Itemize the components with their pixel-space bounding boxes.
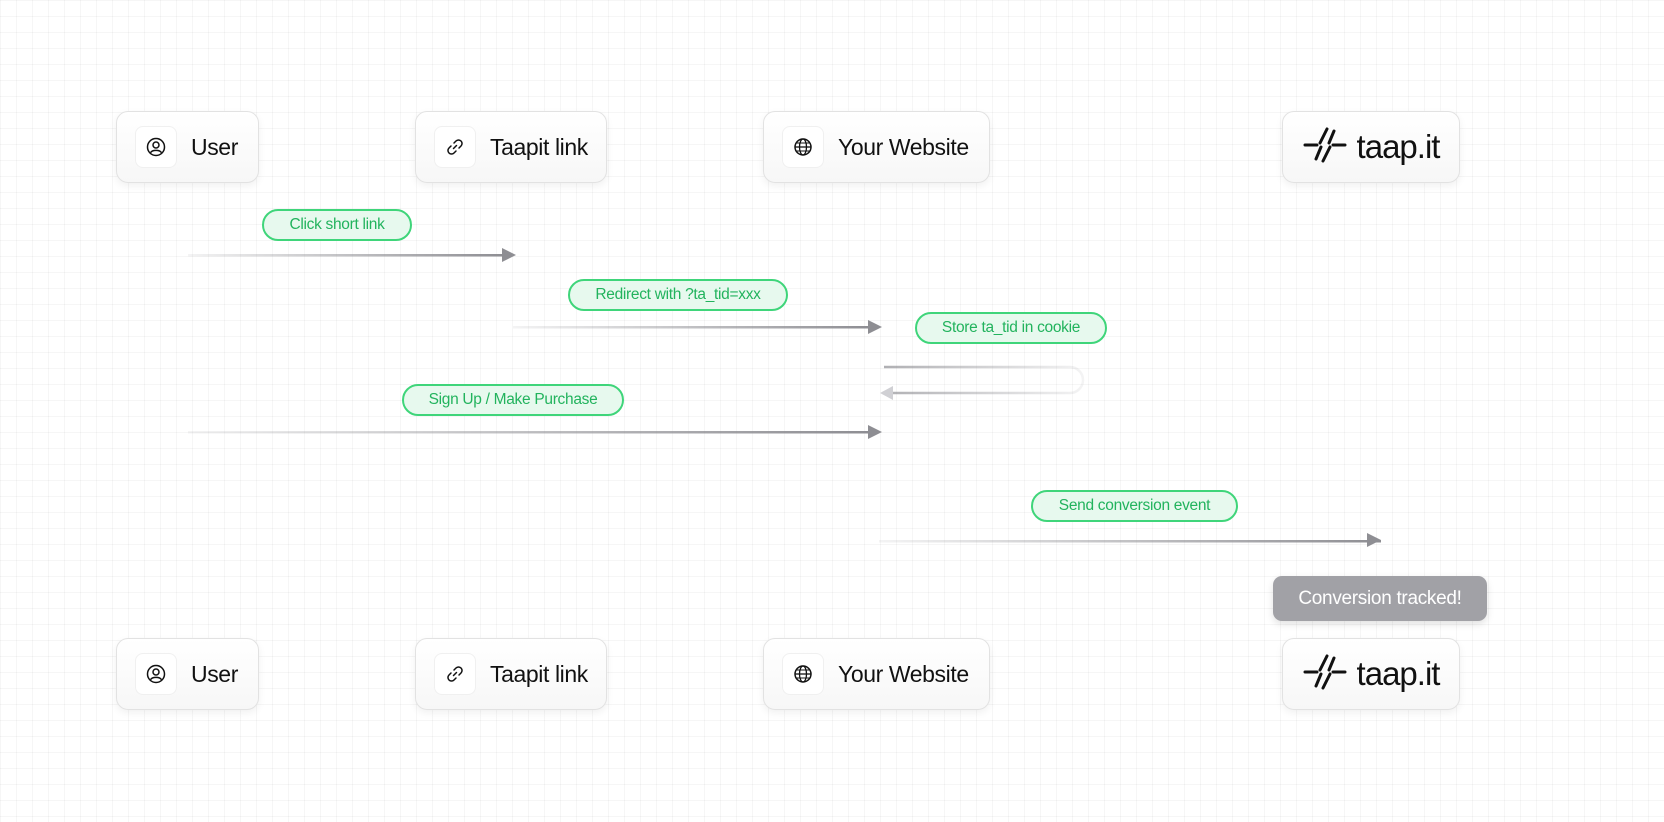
participant-label: Taapit link — [490, 133, 588, 160]
user-icon — [135, 126, 177, 168]
participant-label: User — [191, 133, 238, 160]
message-label-store-cookie: Store ta_tid in cookie — [915, 312, 1107, 344]
user-icon — [135, 653, 177, 695]
participant-taapit-link-top: Taapit link — [415, 111, 607, 183]
participant-taapit-bottom: taap.it — [1282, 638, 1460, 710]
participant-label: taap.it — [1356, 128, 1441, 165]
link-icon — [434, 126, 476, 168]
participant-label: Your Website — [838, 660, 969, 687]
participant-taapit-top: taap.it — [1282, 111, 1460, 183]
participant-label: User — [191, 660, 238, 687]
participant-label: Taapit link — [490, 660, 588, 687]
conversion-tracked-badge: Conversion tracked! — [1273, 576, 1487, 621]
arrow-store-cookie-loop — [880, 365, 1085, 400]
taapit-logo-icon — [1303, 653, 1347, 696]
arrow-click-short-link — [188, 248, 516, 262]
message-label-sign-up-purchase: Sign Up / Make Purchase — [402, 384, 624, 416]
arrow-redirect — [513, 320, 882, 334]
link-icon — [434, 653, 476, 695]
participant-taapit-link-bottom: Taapit link — [415, 638, 607, 710]
participant-your-website-bottom: Your Website — [763, 638, 990, 710]
arrow-send-conversion-event — [879, 533, 1381, 547]
globe-icon — [782, 126, 824, 168]
participant-user-top: User — [116, 111, 259, 183]
message-label-send-conversion-event: Send conversion event — [1031, 490, 1238, 522]
participant-label: Your Website — [838, 133, 969, 160]
globe-icon — [782, 653, 824, 695]
taapit-logo-icon — [1303, 126, 1347, 169]
message-label-redirect: Redirect with ?ta_tid=xxx — [568, 279, 788, 311]
message-label-click-short-link: Click short link — [262, 209, 412, 241]
arrow-sign-up-purchase — [188, 425, 882, 439]
participant-your-website-top: Your Website — [763, 111, 990, 183]
participant-label: taap.it — [1356, 655, 1441, 692]
participant-user-bottom: User — [116, 638, 259, 710]
